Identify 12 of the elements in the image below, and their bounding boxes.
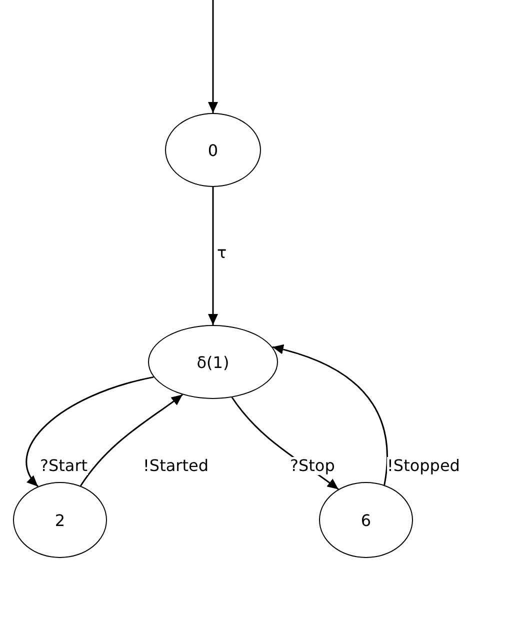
arrow — [208, 0, 218, 113]
arrow — [80, 394, 183, 486]
edge-label: !Stopped — [387, 457, 460, 475]
state-label: 0 — [208, 140, 218, 160]
state-label: δ(1) — [196, 352, 230, 372]
edge-label: ?Start — [40, 457, 88, 475]
edge-label: ?Stop — [290, 457, 335, 475]
arrow — [26, 376, 154, 487]
state-label: 2 — [54, 510, 66, 530]
state-label: 6 — [360, 510, 372, 530]
arrow — [272, 344, 388, 486]
arrow — [208, 187, 218, 325]
